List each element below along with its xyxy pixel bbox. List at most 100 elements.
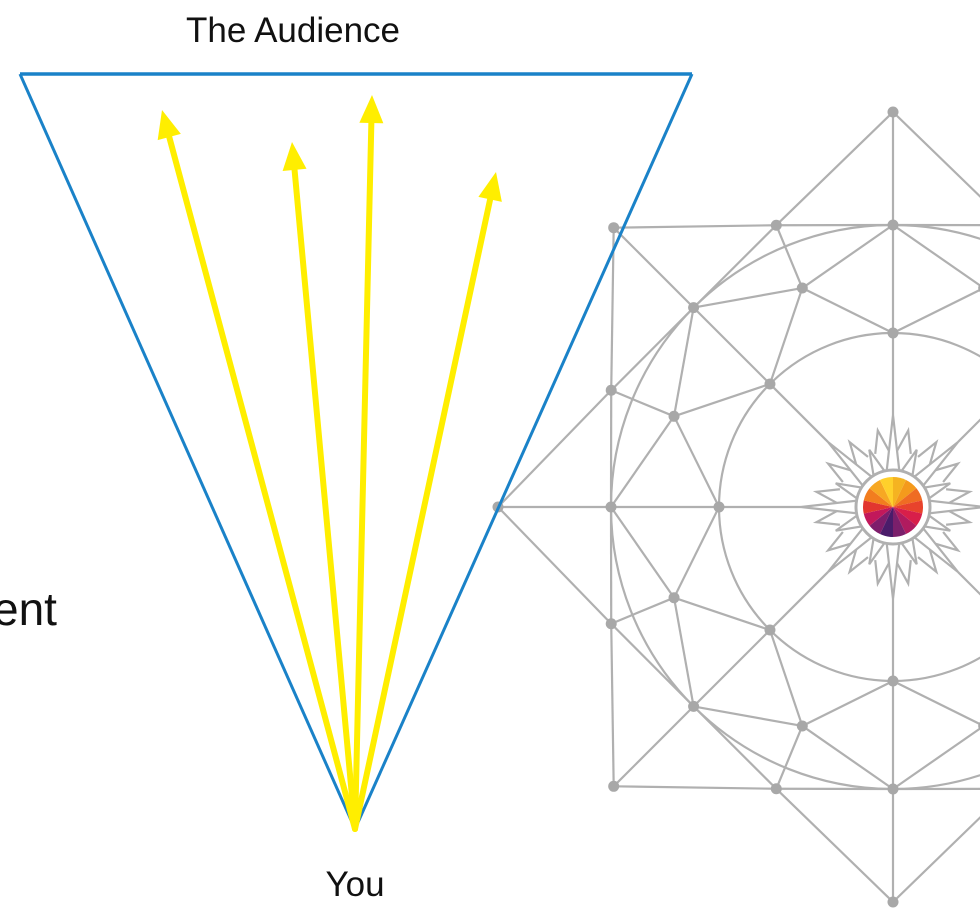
wheel-slice [893, 500, 924, 514]
compass-node [887, 106, 899, 118]
compass-node [770, 219, 782, 231]
compass-edge [892, 680, 980, 726]
compass-node [764, 378, 776, 390]
compass-edge [673, 382, 771, 418]
compass-node [713, 501, 725, 513]
arrow-shaft [166, 134, 358, 832]
compass-node [887, 783, 899, 795]
compass-star-tick [825, 531, 852, 553]
compass-spoke [692, 629, 771, 708]
compass-node [605, 384, 617, 396]
wheel-slice [893, 507, 917, 535]
compass-node [887, 327, 899, 339]
arrow-head [478, 172, 502, 202]
compass-edge [610, 389, 675, 418]
compass-node [887, 896, 899, 908]
compass-node [608, 780, 620, 792]
wheel-slice [869, 479, 893, 507]
compass-edge [497, 389, 613, 508]
arrow-head [359, 95, 384, 124]
compass-edge [775, 224, 804, 289]
cone-right-edge [353, 73, 694, 830]
compass-edge [610, 415, 675, 508]
compass-node [668, 592, 680, 604]
compass-node [605, 501, 617, 513]
compass-star-tick [812, 509, 841, 526]
compass-node [605, 618, 617, 630]
compass-edge [892, 288, 980, 334]
compass-edge [892, 111, 980, 198]
cone-left-edge [18, 73, 357, 830]
compass-edge [775, 787, 894, 903]
compass-edge [801, 224, 894, 289]
arrow-shaft [352, 119, 375, 832]
compass-spoke [612, 705, 695, 788]
compass-edge [672, 307, 695, 417]
compass-node [887, 219, 899, 231]
compass-edge [613, 224, 777, 229]
compass-edge [692, 705, 778, 790]
compass-spoke [769, 571, 829, 631]
projection-arrows [157, 95, 502, 832]
arrow-head [157, 110, 181, 141]
wheel-slice [893, 477, 907, 507]
compass-edge [497, 506, 613, 625]
compass-node [887, 675, 899, 687]
compass-star-tick [945, 509, 974, 526]
compass-edge [673, 596, 771, 632]
compass-edge [610, 623, 615, 787]
compass-edge [892, 816, 980, 903]
compass-star-tick [847, 548, 869, 575]
compass-rose-icon [492, 106, 980, 908]
wheel-slice [869, 507, 893, 535]
wheel-slice [863, 507, 893, 526]
compass-star-tick [874, 426, 891, 455]
wheel-slice [879, 507, 893, 537]
arrow-shaft [352, 196, 494, 832]
wheel-slice [879, 477, 893, 507]
color-wheel-icon [862, 477, 924, 537]
compass-edge [673, 415, 720, 508]
compass-edge [892, 224, 980, 287]
compass-node [668, 410, 680, 422]
audience-cone [18, 72, 694, 830]
compass-edge [801, 287, 894, 334]
compass-edge [672, 597, 695, 707]
compass-spoke [612, 226, 695, 309]
compass-edge [610, 306, 695, 392]
compass-node [796, 282, 808, 294]
partial-text: ent [0, 583, 57, 635]
compass-node [688, 700, 700, 712]
compass-edge [610, 506, 675, 599]
audience-label: The Audience [186, 11, 400, 50]
wheel-slice [893, 479, 917, 507]
compass-edge [775, 111, 894, 227]
compass-star-tick [934, 531, 961, 553]
compass-star-tick [895, 559, 912, 588]
compass-edge [613, 785, 777, 790]
compass-node [608, 222, 620, 234]
compass-edge [673, 506, 720, 599]
compass-star-tick [895, 426, 912, 455]
compass-edge [892, 727, 980, 790]
compass-star-tick [917, 439, 939, 466]
compass-star-tick [825, 461, 852, 483]
compass-node [796, 720, 808, 732]
compass-star-tick [917, 548, 939, 575]
compass-edge [693, 705, 803, 728]
compass-edge [775, 725, 804, 790]
compass-star-tick [874, 559, 891, 588]
compass-spoke [769, 383, 829, 443]
compass-node [770, 783, 782, 795]
wheel-slice [893, 507, 923, 526]
wheel-slice [863, 488, 893, 507]
compass-edge [801, 680, 894, 727]
compass-node [688, 302, 700, 314]
compass-spoke [692, 306, 771, 385]
compass-edge [610, 596, 675, 625]
wheel-slice [893, 507, 907, 537]
compass-spoke [957, 571, 980, 596]
arrow-shaft [291, 166, 358, 832]
compass-edge [768, 629, 804, 727]
compass-edge [768, 287, 804, 385]
